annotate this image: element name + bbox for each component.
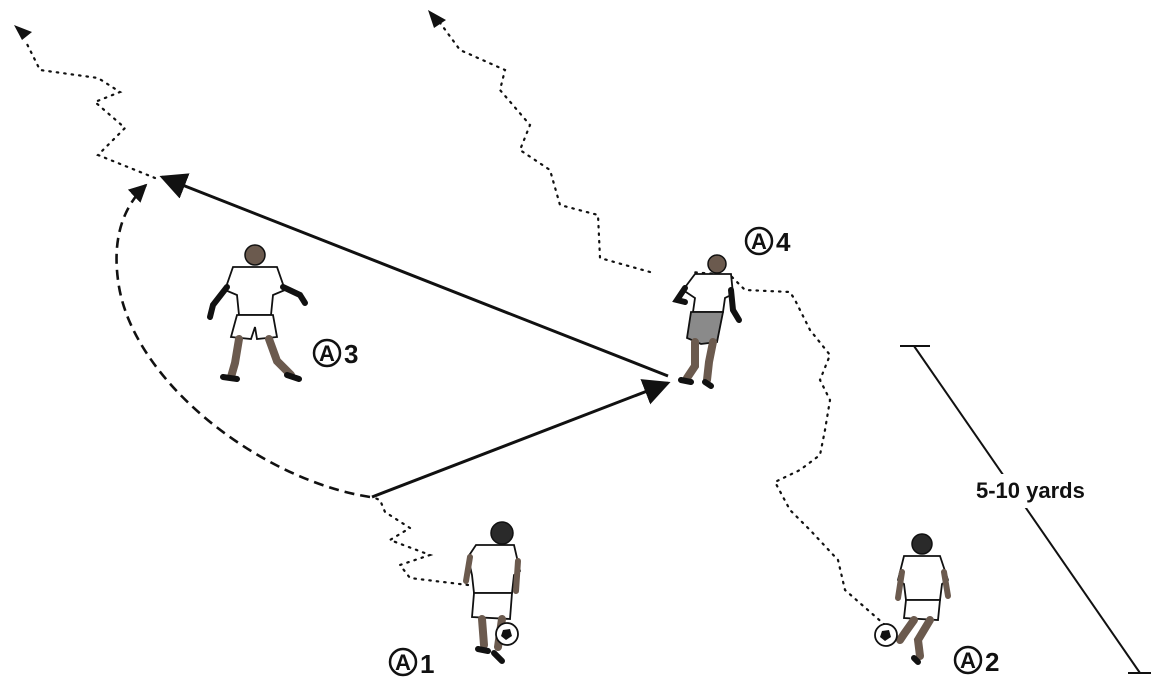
player-arm-left [466,557,470,581]
player-arm-right [944,572,948,596]
player-a3 [210,245,305,379]
label-a2-letter: A [960,648,976,673]
player-shorts [904,600,940,620]
player-shirt [683,274,733,312]
ball-a2 [875,624,897,646]
distance-line [914,346,1140,673]
label-a3-letter: A [319,341,335,366]
player-shorts [472,593,512,619]
player-boots [914,658,918,662]
label-a1: A 1 [390,649,434,678]
dribble-arrowheads [14,10,446,40]
dribble-path-a3 [25,40,155,178]
player-head [491,522,513,544]
player-boots [681,380,711,386]
player-arm-left [210,287,227,317]
label-a4: A 4 [746,227,791,257]
distance-label: 5-10 yards [976,478,1085,503]
dribble-arrowhead-mid [428,10,446,28]
pass-arrow-a1-to-a4 [372,383,668,497]
player-a2 [898,534,948,662]
player-legs [900,620,930,656]
label-a4-letter: A [751,229,767,254]
player-a4 [677,255,739,386]
dribble-path-a4 [438,20,650,272]
player-legs [231,339,291,377]
label-a3: A 3 [314,339,358,369]
player-head [708,255,726,273]
player-head [245,245,265,265]
player-arm-left [677,288,685,302]
dribble-path-a1 [372,497,468,585]
label-a1-letter: A [395,650,411,675]
dribble-paths [25,20,885,625]
player-shirt [225,267,285,315]
label-a2-number: 2 [985,647,999,677]
label-a2: A 2 [955,647,999,677]
label-a4-number: 4 [776,227,791,257]
label-a1-number: 1 [420,649,434,678]
player-legs [687,342,713,380]
player-shirt [468,545,520,593]
player-arm-right [731,290,739,320]
label-a3-number: 3 [344,339,358,369]
player-arm-right [283,287,305,303]
player-arm-right [516,561,518,591]
player-shirt [898,556,948,600]
player-head [912,534,932,554]
distance-marker [900,346,1151,673]
dribble-arrowhead-left [14,25,32,40]
player-boots [223,375,299,379]
ball-a1 [496,623,518,645]
player-arm-left [898,572,902,598]
